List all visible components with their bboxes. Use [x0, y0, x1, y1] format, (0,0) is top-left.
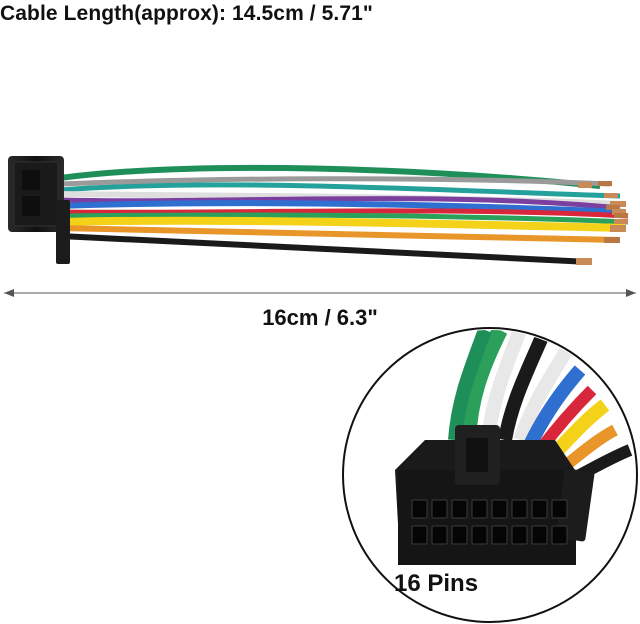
pin-count-label: 16 Pins: [394, 570, 479, 597]
wire-green-2: [59, 212, 629, 225]
main-connector: [8, 156, 70, 264]
wire-black: [59, 233, 591, 265]
wire-teal: [59, 182, 621, 199]
wire-orange: [59, 225, 621, 243]
dimension-line: [4, 289, 636, 297]
wire-red: [59, 208, 629, 219]
connector-detail-circle: [342, 327, 638, 623]
total-length-label: 16cm / 6.3": [262, 305, 378, 330]
wire-yellow: [59, 216, 626, 232]
wire-tips: [576, 181, 628, 265]
cable-length-title: Cable Length(approx): 14.5cm / 5.71": [0, 2, 373, 25]
wire-purple: [59, 196, 621, 211]
wire-gray: [59, 176, 611, 187]
wire-blue: [59, 200, 626, 215]
wire-bundle: [59, 164, 629, 265]
pin-cavities: [411, 499, 568, 545]
